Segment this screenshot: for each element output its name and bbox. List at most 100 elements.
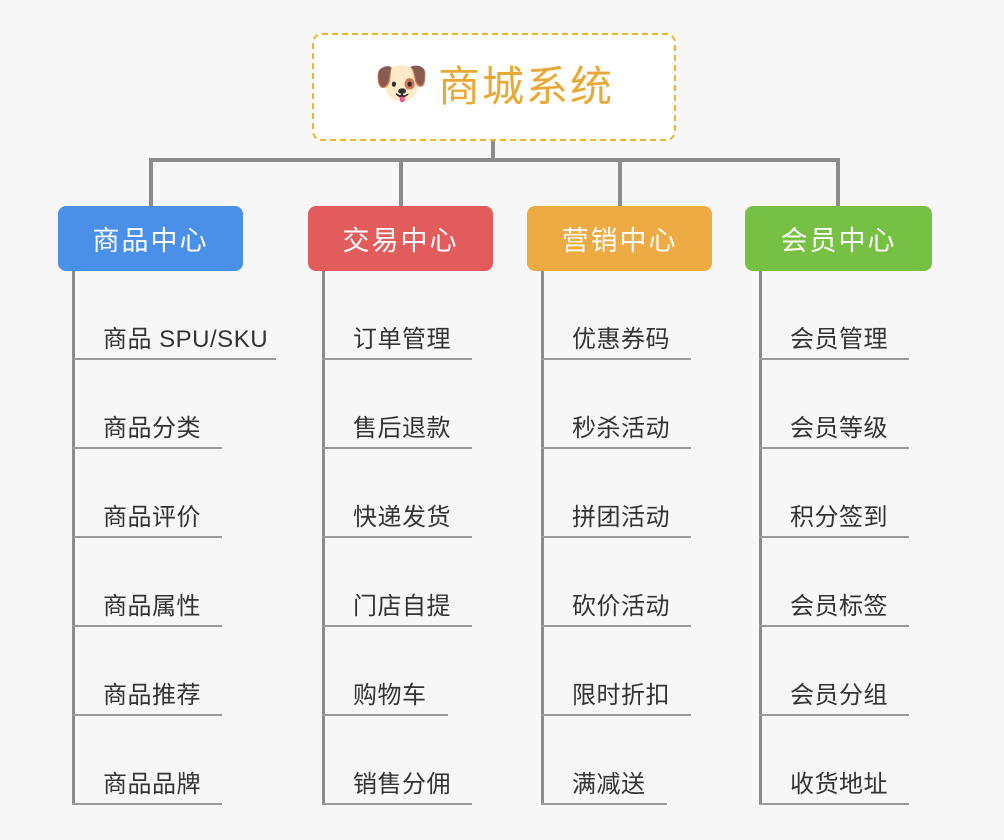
spine-connector-product-center bbox=[72, 271, 75, 805]
horizontal-bus-connector bbox=[150, 158, 840, 162]
leaf-underline bbox=[72, 358, 276, 360]
leaf-label: 会员管理 bbox=[790, 326, 888, 353]
leaf-underline bbox=[759, 803, 909, 805]
leaf-underline bbox=[759, 358, 909, 360]
leaf-label: 优惠券码 bbox=[572, 326, 670, 353]
branch-marketing-center: 营销中心 优惠券码 秒杀活动 拼团活动 砍价活动 限时折扣 bbox=[527, 206, 747, 805]
list-item[interactable]: 订单管理 bbox=[308, 271, 528, 360]
spine-connector-trade-center bbox=[322, 271, 325, 805]
leaf-label: 会员等级 bbox=[790, 415, 888, 442]
leaf-underline bbox=[322, 536, 472, 538]
leaf-label: 秒杀活动 bbox=[572, 415, 670, 442]
category-header-label: 营销中心 bbox=[561, 226, 678, 256]
drop-connector-trade-center bbox=[399, 158, 403, 206]
drop-connector-product-center bbox=[149, 158, 153, 206]
leaf-list-member-center: 会员管理 会员等级 积分签到 会员标签 会员分组 收货地址 bbox=[745, 271, 965, 805]
leaf-label: 商品推荐 bbox=[103, 682, 201, 709]
list-item[interactable]: 门店自提 bbox=[308, 538, 528, 627]
branch-trade-center: 交易中心 订单管理 售后退款 快递发货 门店自提 购物车 bbox=[308, 206, 528, 805]
leaf-label: 积分签到 bbox=[790, 504, 888, 531]
leaf-underline bbox=[541, 803, 667, 805]
list-item[interactable]: 商品属性 bbox=[58, 538, 308, 627]
leaf-label: 砍价活动 bbox=[572, 593, 670, 620]
list-item[interactable]: 购物车 bbox=[308, 627, 528, 716]
category-header-product-center[interactable]: 商品中心 bbox=[58, 206, 243, 271]
leaf-label: 门店自提 bbox=[353, 593, 451, 620]
leaf-underline bbox=[759, 536, 909, 538]
leaf-underline bbox=[72, 714, 222, 716]
list-item[interactable]: 商品评价 bbox=[58, 449, 308, 538]
leaf-underline bbox=[759, 447, 909, 449]
list-item[interactable]: 商品 SPU/SKU bbox=[58, 271, 308, 360]
root-node-title: 商城系统 bbox=[437, 63, 614, 110]
list-item[interactable]: 秒杀活动 bbox=[527, 360, 747, 449]
list-item[interactable]: 快递发货 bbox=[308, 449, 528, 538]
leaf-label: 收货地址 bbox=[790, 771, 888, 798]
leaf-label: 会员标签 bbox=[790, 593, 888, 620]
leaf-list-marketing-center: 优惠券码 秒杀活动 拼团活动 砍价活动 限时折扣 满减送 bbox=[527, 271, 747, 805]
leaf-label: 订单管理 bbox=[353, 326, 451, 353]
leaf-label: 商品属性 bbox=[103, 593, 201, 620]
leaf-label: 快递发货 bbox=[353, 504, 451, 531]
leaf-underline bbox=[541, 714, 691, 716]
list-item[interactable]: 商品分类 bbox=[58, 360, 308, 449]
list-item[interactable]: 会员等级 bbox=[745, 360, 965, 449]
category-header-label: 会员中心 bbox=[780, 226, 897, 256]
leaf-underline bbox=[322, 358, 472, 360]
leaf-underline bbox=[72, 803, 222, 805]
list-item[interactable]: 限时折扣 bbox=[527, 627, 747, 716]
spine-connector-member-center bbox=[759, 271, 762, 805]
leaf-underline bbox=[541, 625, 691, 627]
leaf-underline bbox=[322, 803, 472, 805]
drop-connector-marketing-center bbox=[618, 158, 622, 206]
leaf-underline bbox=[541, 536, 691, 538]
leaf-label: 售后退款 bbox=[353, 415, 451, 442]
list-item[interactable]: 销售分佣 bbox=[308, 716, 528, 805]
leaf-underline bbox=[72, 625, 222, 627]
list-item[interactable]: 会员管理 bbox=[745, 271, 965, 360]
leaf-label: 商品 SPU/SKU bbox=[103, 326, 269, 353]
leaf-underline bbox=[322, 625, 472, 627]
list-item[interactable]: 商品推荐 bbox=[58, 627, 308, 716]
list-item[interactable]: 砍价活动 bbox=[527, 538, 747, 627]
leaf-underline bbox=[72, 447, 222, 449]
leaf-label: 商品分类 bbox=[103, 415, 201, 442]
root-node-mall-system[interactable]: 🐶 商城系统 bbox=[312, 33, 676, 141]
leaf-label: 满减送 bbox=[572, 771, 646, 798]
leaf-label: 会员分组 bbox=[790, 682, 888, 709]
branch-product-center: 商品中心 商品 SPU/SKU 商品分类 商品评价 商品属性 商品推荐 bbox=[58, 206, 308, 805]
category-header-trade-center[interactable]: 交易中心 bbox=[308, 206, 493, 271]
root-stem-connector bbox=[491, 141, 495, 162]
leaf-label: 限时折扣 bbox=[572, 682, 670, 709]
leaf-underline bbox=[759, 714, 909, 716]
shiba-dog-icon: 🐶 bbox=[373, 59, 429, 108]
leaf-label: 商品评价 bbox=[103, 504, 201, 531]
list-item[interactable]: 商品品牌 bbox=[58, 716, 308, 805]
list-item[interactable]: 积分签到 bbox=[745, 449, 965, 538]
branch-member-center: 会员中心 会员管理 会员等级 积分签到 会员标签 会员分组 bbox=[745, 206, 965, 805]
leaf-underline bbox=[322, 714, 448, 716]
leaf-label: 销售分佣 bbox=[353, 771, 451, 798]
list-item[interactable]: 满减送 bbox=[527, 716, 747, 805]
list-item[interactable]: 优惠券码 bbox=[527, 271, 747, 360]
leaf-label: 商品品牌 bbox=[103, 771, 201, 798]
list-item[interactable]: 会员标签 bbox=[745, 538, 965, 627]
list-item[interactable]: 拼团活动 bbox=[527, 449, 747, 538]
spine-connector-marketing-center bbox=[541, 271, 544, 805]
list-item[interactable]: 会员分组 bbox=[745, 627, 965, 716]
leaf-underline bbox=[759, 625, 909, 627]
leaf-list-trade-center: 订单管理 售后退款 快递发货 门店自提 购物车 销售分佣 bbox=[308, 271, 528, 805]
category-header-marketing-center[interactable]: 营销中心 bbox=[527, 206, 712, 271]
drop-connector-member-center bbox=[836, 158, 840, 206]
category-header-label: 交易中心 bbox=[342, 226, 459, 256]
leaf-list-product-center: 商品 SPU/SKU 商品分类 商品评价 商品属性 商品推荐 商品品牌 bbox=[58, 271, 308, 805]
leaf-underline bbox=[541, 358, 691, 360]
list-item[interactable]: 售后退款 bbox=[308, 360, 528, 449]
list-item[interactable]: 收货地址 bbox=[745, 716, 965, 805]
leaf-underline bbox=[541, 447, 691, 449]
category-header-member-center[interactable]: 会员中心 bbox=[745, 206, 932, 271]
leaf-label: 购物车 bbox=[353, 682, 427, 709]
category-header-label: 商品中心 bbox=[92, 226, 209, 256]
leaf-underline bbox=[72, 536, 222, 538]
